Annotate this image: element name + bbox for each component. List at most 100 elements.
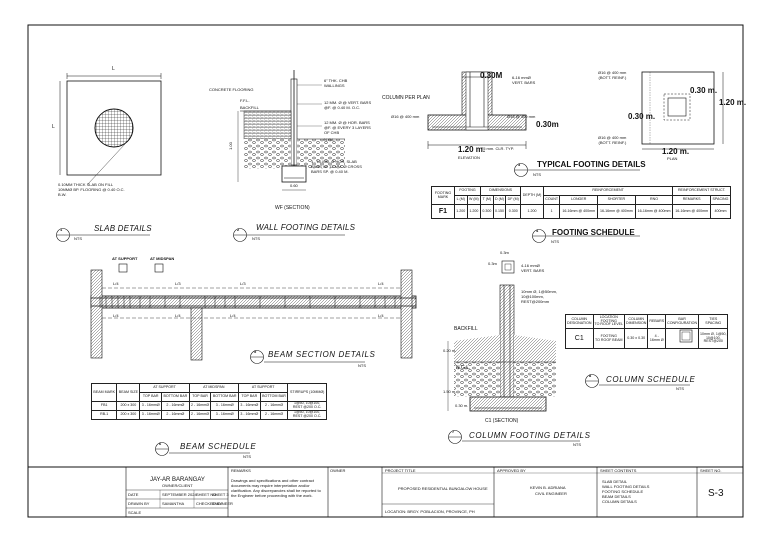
bsch-group-3: AT SUPPORT xyxy=(237,383,289,393)
tf-plan-width: 1.20 m. xyxy=(662,147,690,156)
tf-elev-dim-col: 0.30M xyxy=(480,71,503,80)
tb-row-value: SEPTEMBER 2024 xyxy=(162,492,197,497)
wf-label-height: 1.00 xyxy=(227,142,233,150)
bsch-col: BOTTOM BAR xyxy=(161,392,190,402)
tf-plan-caption: PLAN xyxy=(667,156,678,161)
tf-elev-bars-right: Ø16 @ 400 mm xyxy=(507,114,536,119)
bsch-cell: 3 - 16mmØ xyxy=(210,410,239,420)
fs-cell: 16-16mm @ 400mm xyxy=(634,204,674,219)
fs-cell: 0.300 xyxy=(480,204,494,219)
title-block-lines xyxy=(28,466,743,517)
csch-col: COLUMN DESIGNATION xyxy=(565,314,594,329)
wf-label-vert: 12 MM. Ø @ VERT. BARS @F. @ 0.40 M. O.C. xyxy=(324,100,372,110)
bsch-col-stirrups: STIRRUPS (10MMØ) xyxy=(287,383,327,402)
tf-elev-cover: 75 mm. CLR. TYP. xyxy=(481,146,514,151)
tb-row-value: SAMANTHA xyxy=(162,501,185,506)
bsch-cell: 3 - 16mmØ xyxy=(139,401,163,411)
fs-group-dims: DIMENSIONS xyxy=(480,186,522,196)
cf-ngl: N.G.L. xyxy=(456,365,471,371)
footing-schedule-title-mark xyxy=(532,229,640,243)
slab-dim-side: L xyxy=(52,124,55,130)
tb-owner: JAY-AR BARANGAY xyxy=(150,477,205,483)
tf-elev-caption: ELEVATION xyxy=(458,155,480,160)
bs-dim-2: L/3 xyxy=(175,281,181,286)
fs-cell: 0.300 xyxy=(505,204,522,219)
tb-sheet-number: S-3 xyxy=(708,488,724,499)
tb-content-item: BEAM DETAILS xyxy=(602,494,631,499)
fs-col-w: W (M) xyxy=(466,195,482,205)
slab-detail-drawing xyxy=(59,73,162,185)
wf-label-concrete: CONCRETE FLOORING xyxy=(209,87,254,92)
fs-col-spacing: SPACING xyxy=(710,195,731,205)
column-schedule-table: COLUMN DESIGNATION LOCATION FOOTING TO R… xyxy=(565,314,729,349)
tb-sheet-label: SHEET NO. xyxy=(700,468,722,473)
cf-scale: NTS xyxy=(573,442,581,447)
bs-label-support: AT SUPPORT xyxy=(112,256,138,261)
tb-owner-label: OWNER xyxy=(330,468,346,473)
tb-row-value: ENGINEER xyxy=(212,501,233,506)
beam-schedule-table: BEAM MARK BEAM SIZE AT SUPPORT AT MIDSPA… xyxy=(90,383,327,420)
bsch-cell: 1@50, 10@100, REST @200 O.C. xyxy=(287,410,327,420)
csch-col: BAR CONFIGURATION xyxy=(665,314,700,329)
fs-group-footing: FOOTING xyxy=(453,186,482,196)
bs-dim-8: L/4 xyxy=(378,313,384,318)
wall-footing-title-mark xyxy=(233,228,345,242)
csch-title-number: 8 xyxy=(589,373,592,378)
tb-row-value: SHEET 3 xyxy=(212,492,229,497)
tb-content-item: WALL FOOTING DETAILS xyxy=(602,484,650,489)
beam-schedule-title-mark xyxy=(155,442,250,456)
tf-scale: NTS xyxy=(533,172,541,177)
cf-dim-side: 0.3m xyxy=(488,261,497,266)
fs-col-t: T (M) xyxy=(480,195,494,205)
wf-label-hor: 12 MM. Ø @ HOR. BARS @F. @ EVERY 3 LAYER… xyxy=(324,120,371,135)
tf-plan-col-dim: 0.30 m. xyxy=(690,86,718,95)
wf-label-ffl: F.F.L. xyxy=(240,98,250,103)
tb-approved-label: APPROVED BY xyxy=(497,468,526,473)
tb-content-item: COLUMN DETAILS xyxy=(602,499,637,504)
cf-backfill: BACKFILL xyxy=(454,326,478,332)
fs-title-number: 4 xyxy=(536,228,539,233)
column-footing-drawing xyxy=(447,260,556,412)
tb-project-label: PROJECT TITLE xyxy=(385,468,416,473)
typical-footing-title-mark xyxy=(514,163,640,177)
bs-dim-1: L/4 xyxy=(113,281,119,286)
tf-title: TYPICAL FOOTING DETAILS xyxy=(537,160,646,169)
bsch-cell: FB1 xyxy=(90,401,118,411)
bs-dim-7: L/4 xyxy=(230,313,236,318)
tf-plan-col-dim-2: 0.30 m. xyxy=(628,112,656,121)
cf-dim-030: 0.30 m. xyxy=(455,403,469,408)
fs-col-df: DF (M) xyxy=(505,195,522,205)
bsch-cell: 2 - 16mmØ xyxy=(259,410,289,420)
bsch-col: TOP BAR xyxy=(139,392,163,402)
typical-footing-plan-drawing xyxy=(641,71,724,150)
fs-cell: 1 xyxy=(542,204,561,219)
fs-col-remarks: REMARKS xyxy=(672,195,711,205)
tb-remarks-label: REMARKS xyxy=(231,468,251,473)
bsch-col-size: BEAM SIZE xyxy=(116,383,141,402)
tb-row-label: DATE xyxy=(128,492,139,497)
wf-label-slab-bars: 1 - 10 MM. Ø HOR. SLAB BARS W/ 12 MM. Ø … xyxy=(311,159,362,174)
wf-title-number: 2 xyxy=(237,227,240,232)
tb-row-label: SCALE xyxy=(128,510,142,515)
tf-plan-top-bars: Ø16 @ 400 mm (BOTT. REINF.) xyxy=(598,70,627,80)
tb-row-label: SHEET NO. xyxy=(196,492,218,497)
bsch-scale: NTS xyxy=(243,454,251,459)
tb-row-label: CHECKED BY xyxy=(196,501,223,506)
beam-section-drawing xyxy=(90,263,417,361)
bs-dim-3: L/3 xyxy=(240,281,246,286)
fs-col-l: L (M) xyxy=(454,195,468,205)
bsch-cell: 3 - 16mmØ xyxy=(139,410,163,420)
wf-scale: NTS xyxy=(252,236,260,241)
csch-scale: NTS xyxy=(676,386,684,391)
bsch-group-1: AT SUPPORT xyxy=(139,383,190,393)
tb-content-item: SLAB DETAIL xyxy=(602,479,628,484)
cf-caption: C1 (SECTION) xyxy=(485,418,519,424)
cf-dim-top: 0.3m xyxy=(500,250,509,255)
tb-engineer-sub: CIVIL ENGINEER xyxy=(535,491,567,496)
cf-title: COLUMN FOOTING DETAILS xyxy=(469,431,591,440)
column-footing-title-mark xyxy=(448,430,580,444)
fs-cell: 16-16mm @ 400mm xyxy=(672,204,711,219)
tb-owner-sub: OWNER/CLIENT xyxy=(162,483,193,488)
tf-elev-bars-left: Ø16 @ 400 mm xyxy=(391,114,420,119)
